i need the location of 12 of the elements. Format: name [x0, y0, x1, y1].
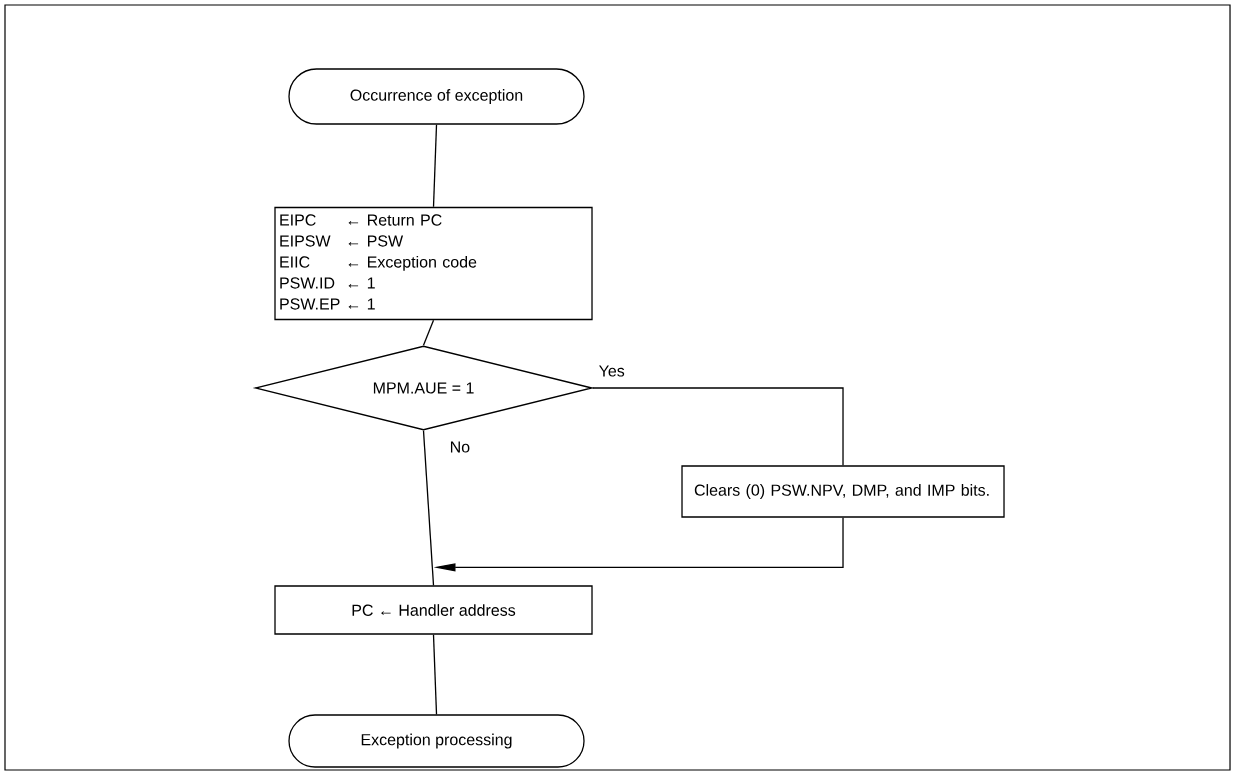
- process-box: EIPC ← Return PC EIPSW ← PSW EIIC ← Exception code PSW.ID ← 1 PSW.EP ← 1: [274, 206, 593, 321]
- terminal-box: Occurrence of exception: [288, 68, 585, 125]
- edge-label: No: [448, 440, 472, 454]
- connector-line: [432, 634, 438, 715]
- edge-label: Yes: [597, 364, 626, 378]
- connector-line: [432, 124, 438, 208]
- connector-line: [592, 387, 844, 466]
- process-box: Clears (0) PSW.NPV, DMP, and IMP bits.: [681, 465, 1005, 518]
- process-box: PC ← Handler address: [274, 585, 593, 635]
- terminal-box: Exception processing: [288, 714, 585, 768]
- connector-line: [422, 430, 435, 586]
- connector-line: [422, 319, 435, 346]
